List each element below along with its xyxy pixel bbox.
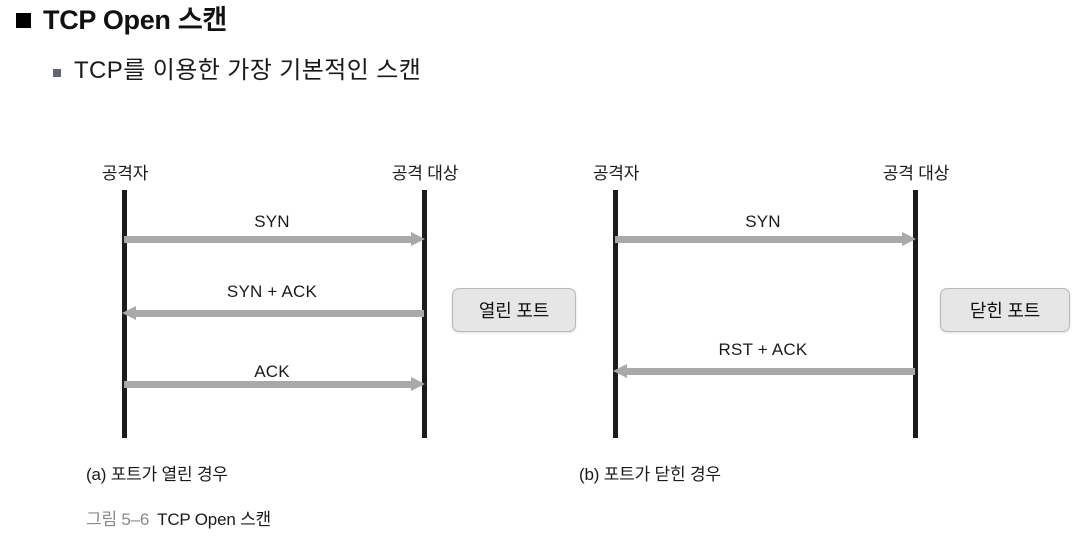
message-label-a-1: SYN + ACK bbox=[226, 282, 318, 301]
small-square-bullet-icon bbox=[53, 68, 61, 77]
actor-label-left-a: 공격자 bbox=[101, 164, 149, 183]
figure-caption-title: TCP Open 스캔 bbox=[157, 510, 271, 529]
actor-label-left-b: 공격자 bbox=[592, 164, 640, 183]
diagram-caption-b: (b) 포트가 닫힌 경우 bbox=[579, 465, 721, 484]
message-arrow-b-0 bbox=[615, 232, 916, 246]
message-arrow-a-1 bbox=[122, 306, 424, 320]
actor-label-right-b: 공격 대상 bbox=[882, 164, 950, 183]
message-label-b-0: SYN bbox=[745, 212, 781, 231]
lifeline-target-b bbox=[913, 190, 918, 438]
actor-label-right-a: 공격 대상 bbox=[391, 164, 459, 183]
subheading-text: TCP를 이용한 가장 기본적인 스캔 bbox=[74, 57, 422, 84]
slide-heading: TCP Open 스캔 bbox=[16, 5, 227, 36]
message-label-b-1: RST + ACK bbox=[718, 340, 808, 359]
square-bullet-icon bbox=[16, 13, 31, 29]
figure-caption-number: 그림 5–6 bbox=[86, 510, 150, 529]
message-arrow-b-1 bbox=[613, 364, 915, 378]
status-badge-closed-port: 닫힌 포트 bbox=[940, 288, 1070, 332]
message-label-a-2: ACK bbox=[254, 362, 290, 381]
page-title: TCP Open 스캔 bbox=[43, 5, 227, 35]
lifeline-attacker-b bbox=[613, 190, 618, 438]
message-arrow-a-2 bbox=[124, 377, 425, 391]
status-badge-open-port: 열린 포트 bbox=[452, 288, 576, 332]
message-arrow-a-0 bbox=[124, 232, 425, 246]
lifeline-target-a bbox=[422, 190, 427, 438]
slide-subheading: TCP를 이용한 가장 기본적인 스캔 bbox=[53, 57, 422, 84]
message-label-a-0: SYN bbox=[254, 212, 290, 231]
figure-caption: 그림 5–6 TCP Open 스캔 bbox=[86, 505, 271, 530]
diagram-caption-a: (a) 포트가 열린 경우 bbox=[86, 465, 228, 484]
